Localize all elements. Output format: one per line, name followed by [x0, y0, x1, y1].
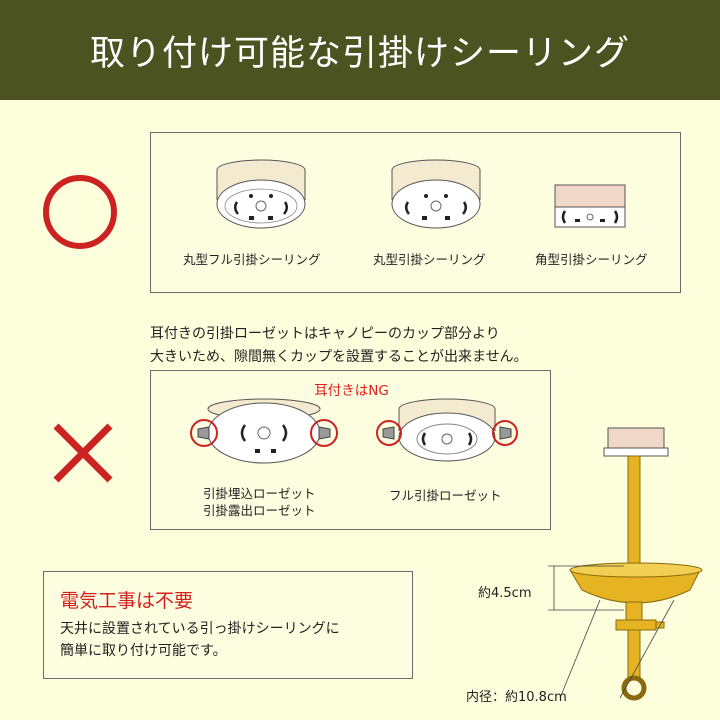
page-title: 取り付け可能な引掛けシーリング: [0, 0, 720, 100]
note-body: 天井に設置されている引っ掛けシーリングに 簡単に取り付け可能です。: [60, 621, 340, 659]
embedded-rosette-image: [190, 398, 338, 464]
ok-circle-icon: [43, 175, 117, 249]
square-ceiling-image: [554, 184, 626, 228]
round-ceiling-label: 丸型引掛シーリング: [373, 252, 486, 267]
ng-cross-icon: [53, 423, 113, 483]
square-ceiling-label: 角型引掛シーリング: [535, 252, 648, 267]
incompatible-rosettes-panel: 耳付きはNG 引掛埋込ローゼット 引掛露出ローゼット フル引掛ローゼット: [150, 370, 551, 530]
ng-description: 耳付きの引掛ローゼットはキャノピーのカップ部分より 大きいため、隙間無くカップを…: [150, 326, 528, 365]
diameter-dimension-label: 内径：約10.8cm: [466, 690, 567, 705]
round-full-ceiling-label: 丸型フル引掛シーリング: [183, 252, 321, 267]
compatible-ceilings-panel: 丸型フル引掛シーリング 丸型引掛シーリング 角型引掛シーリング: [150, 132, 681, 293]
full-rosette-image: [376, 398, 518, 462]
height-dimension-label: 約4.5cm: [478, 586, 532, 601]
round-ceiling-image: [391, 159, 481, 229]
embedded-rosette-label: 引掛埋込ローゼット 引掛露出ローゼット: [203, 486, 316, 518]
round-full-ceiling-image: [216, 159, 306, 229]
pendant-canopy-diagram: [548, 427, 703, 701]
ng-warning: 耳付きはNG: [314, 383, 389, 399]
note-title: 電気工事は不要: [60, 590, 194, 612]
full-rosette-label: フル引掛ローゼット: [389, 488, 502, 503]
no-electrical-work-note: 電気工事は不要 天井に設置されている引っ掛けシーリングに 簡単に取り付け可能です…: [43, 571, 413, 679]
